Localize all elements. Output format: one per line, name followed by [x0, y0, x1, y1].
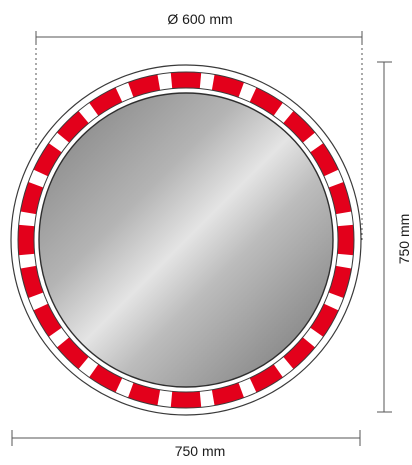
ring-stripe — [335, 224, 354, 256]
width-label: 750 mm — [174, 443, 226, 459]
ring-stripe — [308, 302, 341, 338]
ring-stripe — [248, 85, 284, 118]
ring-stripe — [55, 336, 90, 371]
ring-stripe — [88, 85, 124, 118]
ring-stripe — [18, 224, 37, 256]
ring-stripe — [282, 336, 317, 371]
ring-stripe — [170, 389, 202, 408]
top-dimension — [35, 31, 363, 240]
inner-diameter-label: Ø 600 mm — [167, 11, 233, 27]
ring-stripe — [31, 302, 64, 338]
ring-stripe — [248, 362, 284, 395]
mirror-face — [38, 92, 334, 388]
ring-stripe — [170, 72, 202, 91]
bottom-dimension — [11, 430, 361, 446]
ring-stripe — [282, 109, 317, 144]
ring-inner-line — [17, 71, 355, 409]
ring-stripe — [55, 109, 90, 144]
right-dimension — [377, 61, 392, 413]
ring-stripe — [308, 142, 341, 178]
ring-stripe — [88, 362, 124, 395]
height-label: 750 mm — [396, 213, 412, 265]
ring-stripe — [31, 142, 64, 178]
